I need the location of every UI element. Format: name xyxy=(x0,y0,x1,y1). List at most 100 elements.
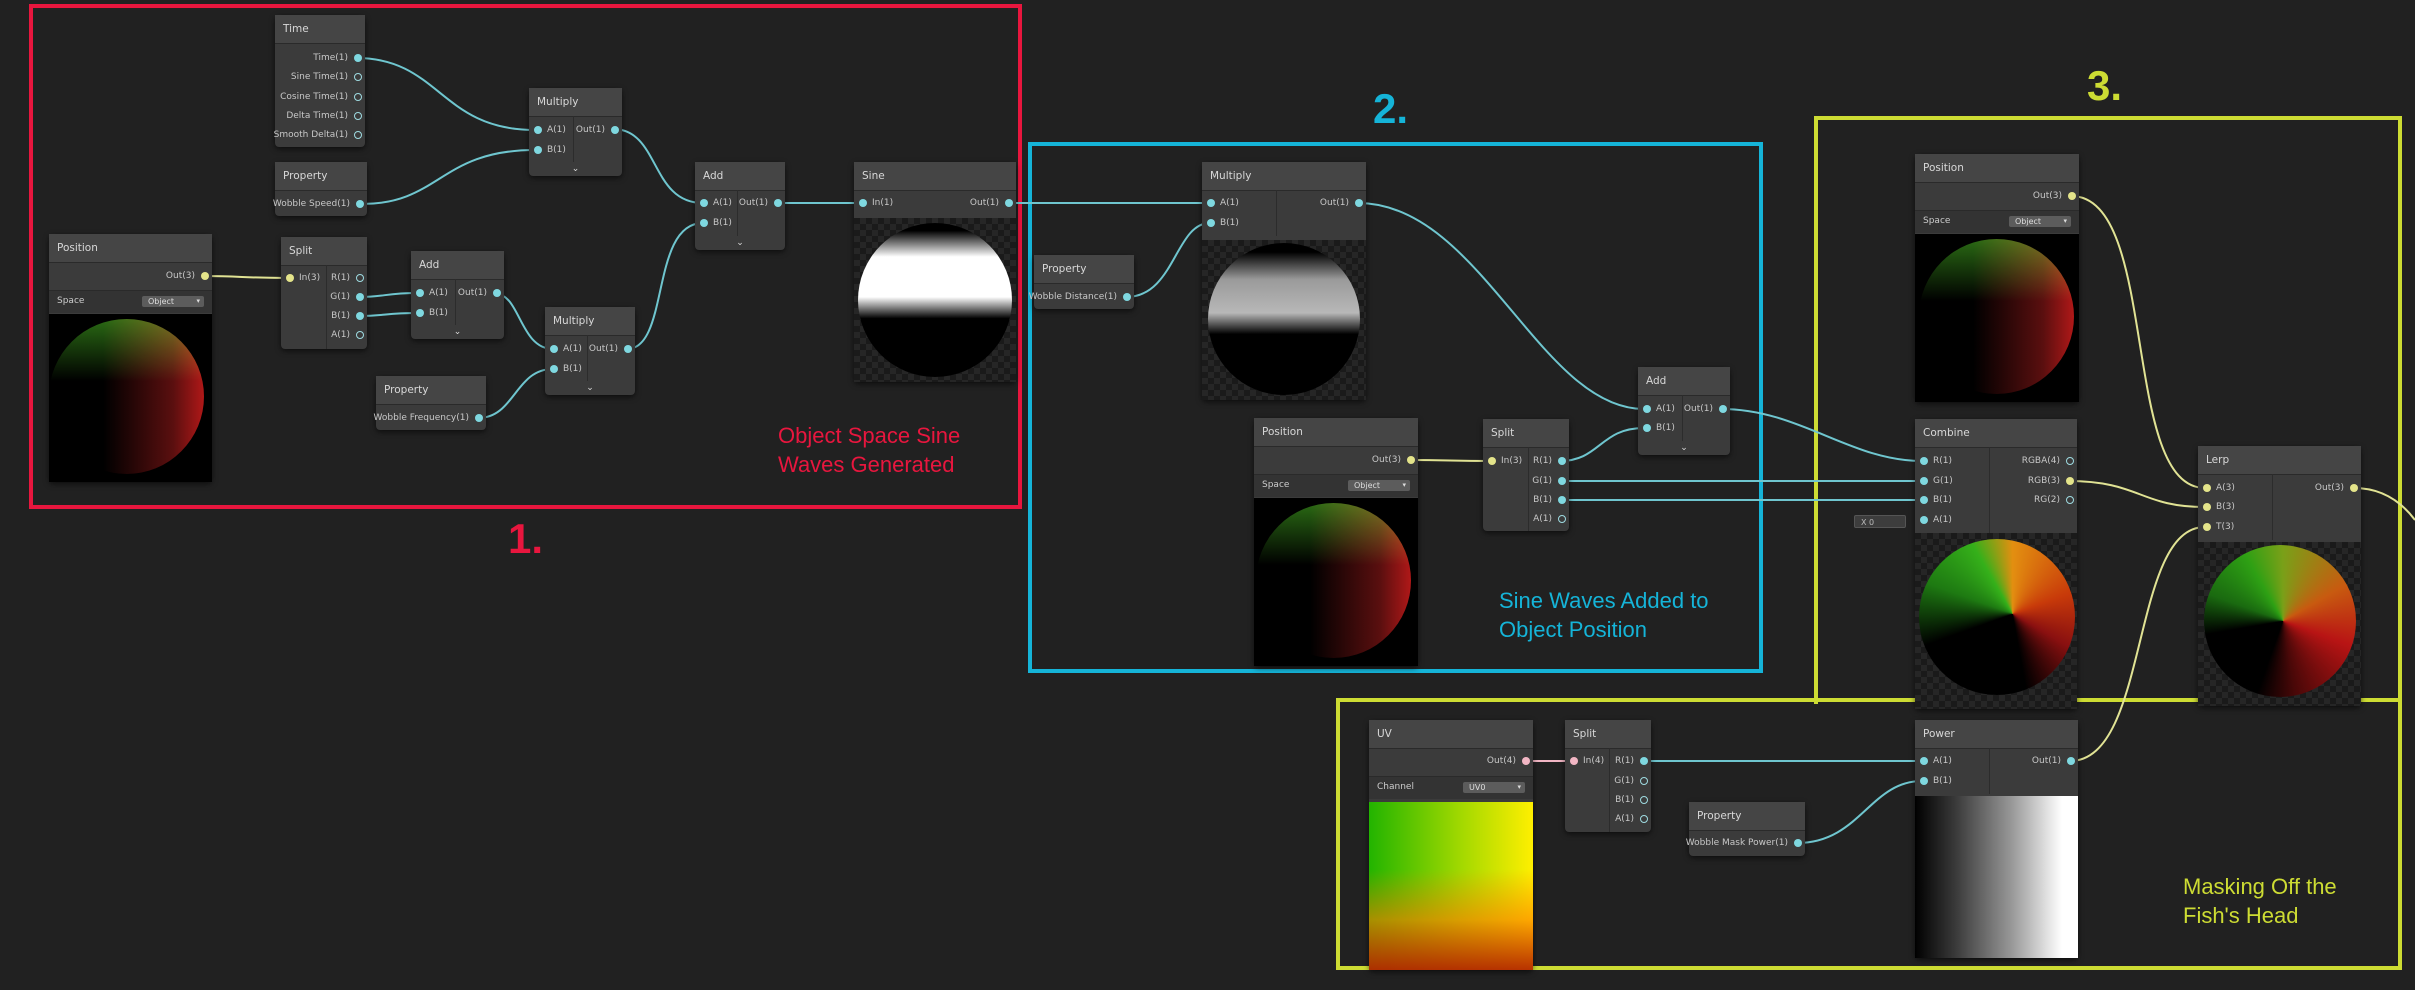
combine-out-rgba[interactable]: RGBA(4) xyxy=(2022,451,2077,471)
node-lerp[interactable]: Lerp A(3) B(3) T(3) Out(3) xyxy=(2198,446,2361,706)
combine-in-a[interactable]: A(1) xyxy=(1915,510,1952,530)
split-out-b[interactable]: B(1) xyxy=(1533,490,1569,510)
multiply-in-a[interactable]: A(1) xyxy=(1202,193,1239,213)
wire-power-to-lerp-t[interactable] xyxy=(2069,526,2206,762)
port-dot[interactable] xyxy=(354,73,362,81)
port-dot[interactable] xyxy=(475,414,483,422)
property-out-wobble-mask-power[interactable]: Wobble Mask Power(1) xyxy=(1686,833,1805,853)
node-multiply-2[interactable]: Multiply A(1) B(1) Out(1) ⌄ xyxy=(545,307,635,395)
position-out[interactable]: Out(3) xyxy=(1372,450,1418,470)
split-out-r[interactable]: R(1) xyxy=(1533,451,1569,471)
multiply-in-b[interactable]: B(1) xyxy=(1202,213,1239,233)
port-dot[interactable] xyxy=(700,199,708,207)
add-in-b[interactable]: B(1) xyxy=(695,213,732,233)
add-in-a[interactable]: A(1) xyxy=(411,283,448,303)
port-dot[interactable] xyxy=(1123,293,1131,301)
node-property-wobble-frequency[interactable]: Property Wobble Frequency(1) xyxy=(374,376,486,430)
multiply-in-a[interactable]: A(1) xyxy=(529,120,566,140)
port-dot[interactable] xyxy=(1207,199,1215,207)
port-dot[interactable] xyxy=(1522,757,1530,765)
split-out-b[interactable]: B(1) xyxy=(1615,790,1651,810)
combine-in-g[interactable]: G(1) xyxy=(1915,471,1953,491)
add-out[interactable]: Out(1) xyxy=(458,283,504,303)
port-dot[interactable] xyxy=(2068,192,2076,200)
port-dot[interactable] xyxy=(1558,477,1566,485)
node-property-wobble-mask-power[interactable]: Property Wobble Mask Power(1) xyxy=(1686,802,1805,856)
port-dot[interactable] xyxy=(1920,777,1928,785)
time-out-delta-time[interactable]: Delta Time(1) xyxy=(286,106,365,126)
node-combine[interactable]: Combine R(1) G(1) B(1) A(1) RGBA(4) RGB(… xyxy=(1915,419,2077,709)
port-dot[interactable] xyxy=(1558,496,1566,504)
port-dot[interactable] xyxy=(1920,496,1928,504)
uv-out[interactable]: Out(4) xyxy=(1487,751,1533,771)
lerp-in-t[interactable]: T(3) xyxy=(2198,517,2234,537)
chevron-down-icon[interactable]: ⌄ xyxy=(586,383,594,393)
split-out-r[interactable]: R(1) xyxy=(331,268,367,288)
port-dot[interactable] xyxy=(624,345,632,353)
port-dot[interactable] xyxy=(534,146,542,154)
add-out[interactable]: Out(1) xyxy=(739,193,785,213)
port-dot[interactable] xyxy=(1640,815,1648,823)
chevron-down-icon[interactable]: ⌄ xyxy=(736,238,744,248)
wire-multiply-to-add-final[interactable] xyxy=(1357,202,1645,410)
split-out-g[interactable]: G(1) xyxy=(330,287,367,307)
port-dot[interactable] xyxy=(2350,484,2358,492)
node-split-3[interactable]: Split In(4) R(1) G(1) B(1) A(1) xyxy=(1565,720,1651,832)
multiply-out[interactable]: Out(1) xyxy=(576,120,622,140)
wire-combine-to-lerp-b[interactable] xyxy=(2067,480,2206,508)
split-out-a[interactable]: A(1) xyxy=(331,325,367,345)
port-dot[interactable] xyxy=(2066,477,2074,485)
time-out-cosine-time[interactable]: Cosine Time(1) xyxy=(280,87,365,107)
chevron-down-icon[interactable]: ⌄ xyxy=(1680,443,1688,453)
port-dot[interactable] xyxy=(1920,477,1928,485)
multiply-in-a[interactable]: A(1) xyxy=(545,339,582,359)
split-in[interactable]: In(3) xyxy=(1483,451,1522,471)
sine-in[interactable]: In(1) xyxy=(854,193,893,213)
node-sine[interactable]: Sine In(1) Out(1) xyxy=(854,162,1016,382)
multiply-out[interactable]: Out(1) xyxy=(589,339,635,359)
split-in[interactable]: In(3) xyxy=(281,268,320,288)
wire-distance-to-multiply[interactable] xyxy=(1125,222,1211,298)
lerp-out[interactable]: Out(3) xyxy=(2315,478,2361,498)
port-dot[interactable] xyxy=(1488,457,1496,465)
add-in-a[interactable]: A(1) xyxy=(695,193,732,213)
port-dot[interactable] xyxy=(356,293,364,301)
port-dot[interactable] xyxy=(416,309,424,317)
time-out-sine-time[interactable]: Sine Time(1) xyxy=(291,67,365,87)
channel-dropdown[interactable]: UV0▾ xyxy=(1463,782,1525,793)
port-dot[interactable] xyxy=(356,312,364,320)
split-out-a[interactable]: A(1) xyxy=(1533,509,1569,529)
node-property-wobble-speed[interactable]: Property Wobble Speed(1) xyxy=(273,162,367,216)
wire-position2-to-split2[interactable] xyxy=(1407,459,1492,462)
port-dot[interactable] xyxy=(286,274,294,282)
port-dot[interactable] xyxy=(700,219,708,227)
port-dot[interactable] xyxy=(1643,405,1651,413)
split-out-a[interactable]: A(1) xyxy=(1615,809,1651,829)
port-dot[interactable] xyxy=(354,131,362,139)
space-dropdown[interactable]: Object▾ xyxy=(142,296,204,307)
add-out[interactable]: Out(1) xyxy=(1684,399,1730,419)
property-out-wobble-speed[interactable]: Wobble Speed(1) xyxy=(273,194,367,214)
wire-split-b-to-add[interactable] xyxy=(358,312,419,317)
port-dot[interactable] xyxy=(1640,757,1648,765)
port-dot[interactable] xyxy=(356,200,364,208)
port-dot[interactable] xyxy=(1719,405,1727,413)
split-out-g[interactable]: G(1) xyxy=(1532,471,1569,491)
split-out-g[interactable]: G(1) xyxy=(1614,771,1651,791)
port-dot[interactable] xyxy=(1558,515,1566,523)
split-out-r[interactable]: R(1) xyxy=(1615,751,1651,771)
space-dropdown[interactable]: Object▾ xyxy=(1348,480,1410,491)
port-dot[interactable] xyxy=(356,274,364,282)
port-dot[interactable] xyxy=(2066,457,2074,465)
combine-in-r[interactable]: R(1) xyxy=(1915,451,1952,471)
port-dot[interactable] xyxy=(354,54,362,62)
multiply-in-b[interactable]: B(1) xyxy=(545,359,582,379)
port-dot[interactable] xyxy=(1640,796,1648,804)
port-dot[interactable] xyxy=(774,199,782,207)
port-dot[interactable] xyxy=(2203,523,2211,531)
port-dot[interactable] xyxy=(1640,777,1648,785)
node-add-2[interactable]: Add A(1) B(1) Out(1) ⌄ xyxy=(695,162,785,250)
wire-multiply-to-add[interactable] xyxy=(612,128,704,204)
